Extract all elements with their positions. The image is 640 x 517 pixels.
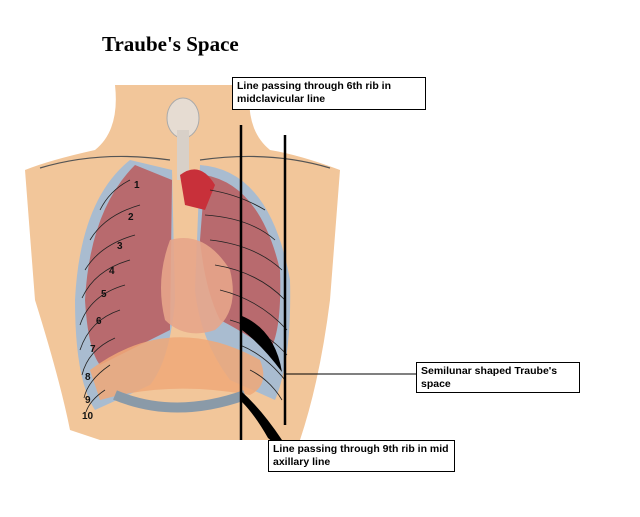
rib-number-7: 7 <box>90 344 96 355</box>
rib-number-6: 6 <box>96 316 102 327</box>
aorta <box>180 169 215 210</box>
heart <box>161 238 233 334</box>
rib-outlines <box>79 179 288 413</box>
clavicle-right <box>39 155 171 169</box>
diagram-title: Traube's Space <box>102 32 239 56</box>
rib-number-3: 3 <box>117 241 123 252</box>
rib-number-2: 2 <box>128 212 134 223</box>
traube-space-upper-mark <box>242 316 282 372</box>
label-traube-space: Semilunar shaped Traube's space <box>416 362 580 393</box>
intestine <box>113 390 247 413</box>
diaphragm <box>90 337 264 400</box>
rib-number-4: 4 <box>109 266 115 277</box>
clavicle-left <box>199 155 331 169</box>
label-ninth-rib-line: Line passing through 9th rib in mid axil… <box>268 440 455 472</box>
trachea <box>177 130 189 180</box>
rib-number-10: 10 <box>82 411 94 422</box>
rib-number-5: 5 <box>101 289 107 300</box>
label-sixth-rib-line: Line passing through 6th rib in midclavi… <box>232 77 426 110</box>
rib-number-8: 8 <box>85 372 91 383</box>
rib-number-9: 9 <box>85 395 91 406</box>
lung-right <box>85 165 172 365</box>
rib-number-1: 1 <box>134 180 140 191</box>
traube-space-lower-mark <box>242 392 282 443</box>
